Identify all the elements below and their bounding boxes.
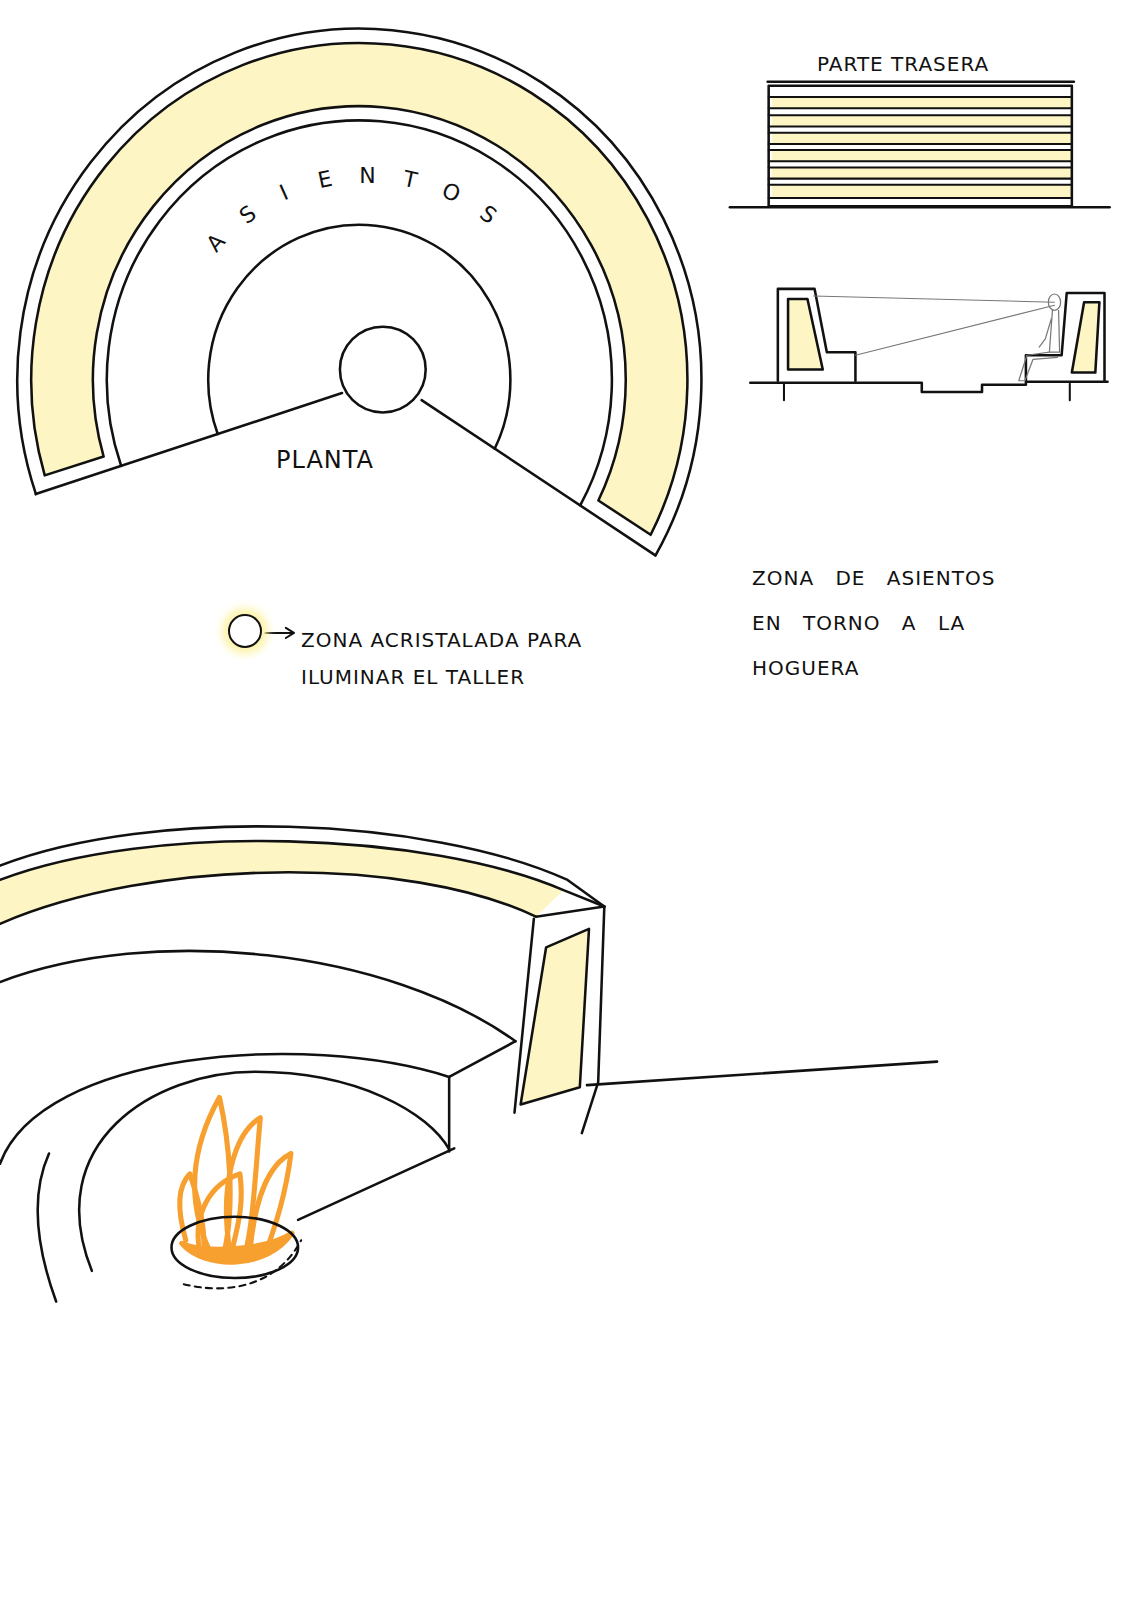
- glazed-band: [31, 43, 687, 535]
- section-drawing: [750, 289, 1107, 400]
- drawing-title: PARTE TRASERA: [817, 52, 989, 76]
- rear-elevation: [730, 82, 1110, 208]
- arc-letter: S: [475, 202, 499, 228]
- arc-letter: O: [438, 180, 463, 207]
- arc-letter: I: [277, 182, 292, 205]
- seat-edge: [208, 225, 510, 449]
- seated-person: [1019, 294, 1061, 381]
- glazed-circle: [340, 327, 426, 413]
- perspective-drawing: [0, 826, 937, 1301]
- outer-wall: [17, 29, 701, 556]
- arc-letter: S: [235, 202, 259, 228]
- arc-letter: N: [359, 165, 375, 187]
- plan-drawing: [17, 29, 701, 556]
- note-text: ZONA DE ASIENTOS EN TORNO A LA HOGUERA: [752, 556, 1027, 691]
- arc-letter: E: [316, 168, 334, 192]
- drawing-title: PLANTA: [276, 446, 374, 474]
- cut-line: [422, 400, 656, 555]
- legend-arrow: [265, 628, 294, 638]
- wall-inner-edge: [107, 120, 612, 505]
- arc-letter: A: [203, 230, 229, 256]
- fire: [180, 1097, 292, 1262]
- legend-swatch: [228, 614, 262, 648]
- cut-line: [36, 393, 342, 494]
- arc-letter: T: [401, 168, 419, 192]
- legend-text: ZONA ACRISTALADA PARA ILUMINAR EL TALLER: [301, 622, 621, 696]
